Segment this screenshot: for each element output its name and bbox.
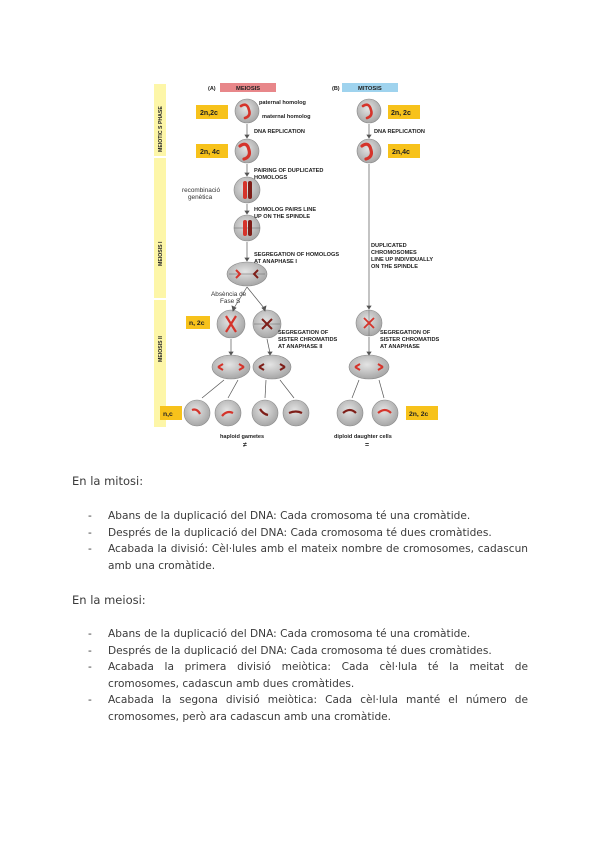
mitosis-cell-3	[355, 309, 383, 337]
mitosis-cell-1	[356, 98, 382, 124]
meiosis-ii-cell-left	[216, 309, 246, 339]
list-item: Acabada la segona divisió meiòtica: Cada…	[72, 692, 528, 725]
label-diploid-cells: diploid daughter cells	[334, 434, 392, 440]
label-haploid-gametes: haploid gametes	[220, 434, 264, 440]
label-seg-sister-b-3: AT ANAPHASE	[380, 344, 420, 350]
figure-svg: MEIOTIC S PHASE MEIOSIS I MEIOSIS II (A)…	[154, 83, 440, 449]
label-seg-sister-a-3: AT ANAPHASE II	[278, 344, 323, 350]
symbol-not-equal: ≠	[243, 442, 247, 449]
meiosis-cell-5	[226, 261, 268, 287]
list-item: Després de la duplicació del DNA: Cada c…	[72, 525, 528, 542]
mitosis-title: MITOSIS	[358, 86, 382, 92]
meiosis-ii-dividing-right	[252, 354, 292, 380]
side-label-meiosis-i: MEIOSIS I	[158, 241, 164, 266]
label-seg-sister-b-1: SEGREGATION OF	[380, 330, 431, 336]
gamete-1	[183, 399, 211, 427]
tag-2n2c-meiosis	[196, 105, 228, 119]
svg-text:2n, 4c: 2n, 4c	[200, 149, 220, 156]
label-recombinacio-1: recombinació	[182, 187, 220, 194]
mitosis-cell-4	[348, 354, 390, 380]
label-dup-chrom-1: DUPLICATED	[371, 243, 407, 249]
svg-text:2n, 2c: 2n, 2c	[391, 110, 411, 117]
side-label-meiosis-ii: MEIOSIS II	[158, 335, 164, 362]
label-seg-sister-b-2: SISTER CHROMATIDS	[380, 337, 440, 343]
label-pairing-1: PAIRING OF DUPLICATED	[254, 168, 323, 174]
side-band-meiosis-i	[154, 158, 166, 298]
svg-text:2n,2c: 2n,2c	[200, 110, 218, 117]
tag-nc	[160, 406, 182, 420]
list-item: Acabada la divisió: Cèl·lules amb el mat…	[72, 541, 528, 574]
label-dup-chrom-3: LINE UP INDIVIDUALLY	[371, 257, 433, 263]
panel-b-label: (B)	[332, 86, 340, 92]
svg-text:2n, 2c: 2n, 2c	[409, 411, 428, 418]
symbol-equal: =	[365, 442, 369, 449]
flow-arrows	[201, 124, 385, 399]
label-pairing-2: HOMOLOGS	[254, 175, 288, 181]
svg-text:n,c: n,c	[163, 411, 173, 418]
label-seg-sister-a-1: SEGREGATION OF	[278, 330, 329, 336]
svg-text:2n,4c: 2n,4c	[392, 149, 410, 156]
daughter-cell-2	[371, 399, 399, 427]
list-item: Després de la duplicació del DNA: Cada c…	[72, 643, 528, 660]
mitosis-band	[342, 83, 398, 92]
label-seg-homologs-1: SEGREGATION OF HOMOLOGS	[254, 252, 339, 258]
tag-2n4c-meiosis	[196, 144, 228, 158]
label-dna-replication-mitosis: DNA REPLICATION	[374, 129, 425, 135]
meiosis-cell-2	[234, 138, 260, 164]
label-dna-replication-meiosis: DNA REPLICATION	[254, 129, 305, 135]
tag-2n2c-mitosis	[388, 105, 420, 119]
label-maternal: maternal homolog	[262, 114, 311, 120]
gamete-4	[282, 399, 310, 427]
svg-text:n, 2c: n, 2c	[189, 320, 205, 327]
tag-n2c	[186, 316, 210, 329]
meiosis-heading: En la meiosi:	[72, 593, 146, 607]
panel-a-label: (A)	[208, 86, 216, 92]
meiosis-list: Abans de la duplicació del DNA: Cada cro…	[72, 626, 528, 725]
label-absencia-1: Absència de	[211, 291, 247, 298]
gamete-3	[251, 399, 279, 427]
mitosis-heading: En la mitosi:	[72, 474, 144, 488]
list-item: Abans de la duplicació del DNA: Cada cro…	[72, 626, 528, 643]
meiosis-cell-3	[233, 176, 261, 204]
label-seg-sister-a-2: SISTER CHROMATIDS	[278, 337, 338, 343]
label-homolog-line-2: UP ON THE SPINDLE	[254, 214, 310, 220]
label-seg-homologs-2: AT ANAPHASE I	[254, 259, 297, 265]
meiosis-ii-dividing-left	[211, 354, 251, 380]
label-dup-chrom-2: CHROMOSOMES	[371, 250, 417, 256]
meiosis-band	[220, 83, 276, 92]
label-paternal: paternal homolog	[259, 100, 307, 106]
side-label-meiotic-s: MEIOTIC S PHASE	[158, 106, 164, 152]
meiosis-ii-cell-right	[252, 309, 282, 339]
label-dup-chrom-4: ON THE SPINDLE	[371, 264, 418, 270]
label-recombinacio-2: genètica	[188, 194, 213, 201]
tag-2n4c-mitosis	[388, 144, 420, 158]
label-homolog-line-1: HOMOLOG PAIRS LINE	[254, 207, 316, 213]
list-item: Abans de la duplicació del DNA: Cada cro…	[72, 508, 528, 525]
gamete-2	[214, 399, 242, 427]
tag-2n2c-final	[406, 406, 438, 420]
label-absencia-2: Fase S	[220, 298, 240, 305]
side-band-meiotic-s	[154, 84, 166, 156]
mitosis-cell-2	[356, 138, 382, 164]
list-item: Acabada la primera divisió meiòtica: Cad…	[72, 659, 528, 692]
daughter-cell-1	[336, 399, 364, 427]
meiosis-title: MEIOSIS	[236, 86, 260, 92]
meiosis-cell-1	[234, 98, 260, 124]
side-band-meiosis-ii	[154, 300, 166, 427]
mitosis-list: Abans de la duplicació del DNA: Cada cro…	[72, 508, 528, 574]
meiosis-cell-4	[233, 214, 261, 242]
meiosis-mitosis-figure: MEIOTIC S PHASE MEIOSIS I MEIOSIS II (A)…	[154, 80, 444, 455]
